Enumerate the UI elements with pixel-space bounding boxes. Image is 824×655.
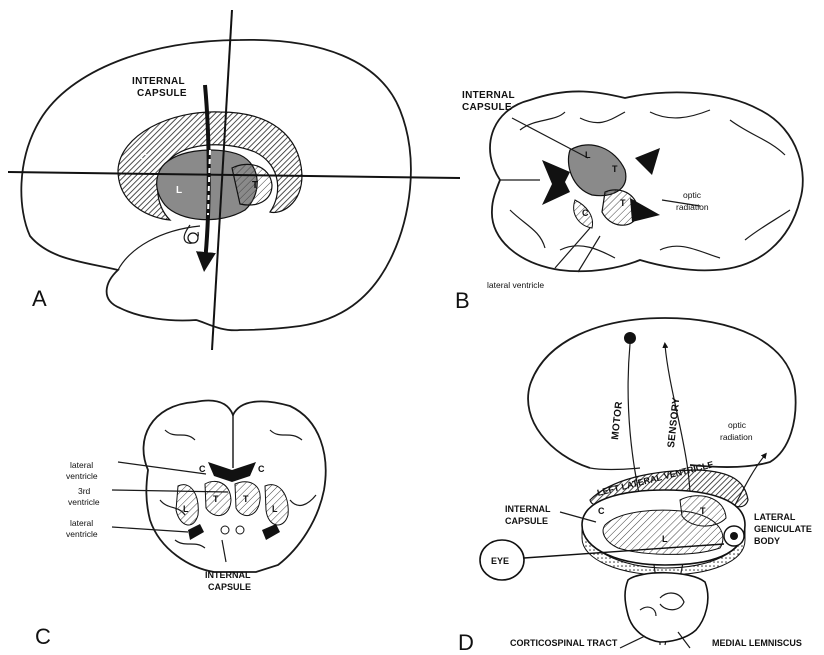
label-sensory-d: SENSORY [666, 397, 682, 449]
lateral-ventricle-pointer-b [555, 228, 600, 272]
label-optic-radiation-d: optic radiation [720, 420, 753, 442]
optic-arrow-lower [630, 198, 660, 222]
label-l-right-c: L [272, 504, 278, 514]
amygdala [188, 233, 198, 243]
label-t-upper-b: T [612, 164, 618, 174]
panel-a: INTERNAL CAPSULE C L T A [8, 10, 460, 350]
label-c-d: C [598, 506, 605, 516]
label-internal-capsule-d: INTERNAL CAPSULE [505, 504, 553, 526]
label-c-right-c: C [258, 464, 265, 474]
label-t-lower-b: T [620, 198, 626, 208]
mammillary-left [221, 526, 229, 534]
lateral-ventricle-left [542, 160, 570, 205]
label-lateral-ventricle-top-c: lateral ventricle [66, 460, 98, 481]
label-third-ventricle-c: 3rd ventricle [68, 486, 100, 507]
label-t-left-c: T [213, 494, 219, 504]
label-l-b: L [585, 150, 591, 160]
label-motor-d: MOTOR [610, 400, 625, 440]
mammillary-right [236, 526, 244, 534]
label-medial-lemniscus-d: MEDIAL LEMNISCUS [712, 638, 802, 648]
label-lateral-ventricle-bottom-c: lateral ventricle [66, 518, 98, 539]
panel-letter-d: D [458, 630, 474, 655]
label-c-b: C [582, 208, 589, 218]
lateral-geniculate-core [730, 532, 738, 540]
internal-capsule-pointer-b [512, 118, 588, 158]
brainstem [625, 573, 708, 642]
label-internal-capsule-c: INTERNAL CAPSULE [205, 570, 253, 592]
brain-coronal-outline [143, 401, 325, 572]
motor-origin-dot [624, 332, 636, 344]
label-internal-capsule-a: INTERNAL CAPSULE [132, 76, 188, 99]
label-c-left-c: C [199, 464, 206, 474]
panel-c: lateral ventricle 3rd ventricle lateral … [35, 401, 326, 649]
panel-d: MOTOR SENSORY optic radiation LEFT LATER… [458, 318, 814, 655]
panel-letter-c: C [35, 624, 51, 649]
label-l-d: L [662, 534, 668, 544]
brain-3d-outline [528, 318, 796, 468]
label-internal-capsule-b: INTERNAL CAPSULE [462, 90, 518, 113]
label-l-a: L [176, 185, 182, 196]
brain-3d-lower-contour [590, 468, 640, 470]
label-l-left-c: L [183, 504, 189, 514]
panel-letter-a: A [32, 286, 47, 311]
temporal-horn-left [188, 524, 204, 540]
optic-arrow-upper [635, 148, 660, 175]
label-lateral-geniculate-body-d: LATERAL GENICULATE BODY [754, 512, 814, 546]
label-t-right-c: T [243, 494, 249, 504]
label-t-d: T [700, 506, 706, 516]
label-t-a: T [252, 180, 258, 191]
brain-horizontal-outline [490, 91, 803, 271]
label-corticospinal-tract-d: CORTICOSPINAL TRACT [510, 638, 618, 648]
panel-b: INTERNAL CAPSULE L T T C optic radiation… [455, 90, 803, 313]
lateral-ventricles-c [208, 462, 256, 482]
label-optic-radiation-b: optic radiation [676, 190, 709, 212]
label-c-a: C [140, 152, 148, 163]
temporal-lobe-outline [118, 226, 200, 270]
panel-letter-b: B [455, 288, 470, 313]
label-eye-d: EYE [491, 556, 509, 566]
temporal-horn-right [262, 524, 280, 540]
label-lateral-ventricle-b: lateral ventricle [487, 280, 544, 290]
